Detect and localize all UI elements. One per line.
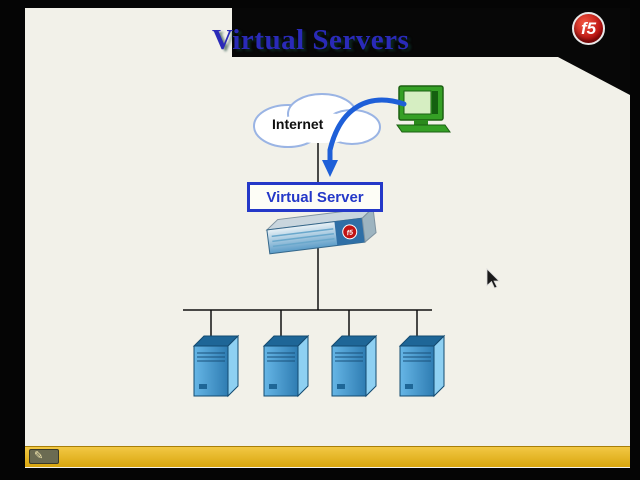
bigip-appliance-icon: f5 xyxy=(265,206,377,255)
appliance-f5-badge-text: f5 xyxy=(346,229,353,237)
bottom-toolbar: ✎ xyxy=(25,446,630,467)
mouse-cursor-icon xyxy=(486,268,500,289)
pen-tool-button[interactable]: ✎ xyxy=(29,449,59,464)
server-tower xyxy=(263,335,309,397)
f5-logo: f5 xyxy=(572,12,605,45)
pen-icon: ✎ xyxy=(34,450,44,462)
virtual-server-box: Virtual Server xyxy=(247,182,383,212)
appliance-f5-badge xyxy=(342,224,358,240)
server-tower xyxy=(193,335,239,397)
server-tower xyxy=(331,335,377,397)
workstation-icon xyxy=(396,85,451,133)
virtual-server-label: Virtual Server xyxy=(266,188,364,206)
page-title: Virtual Servers xyxy=(212,24,410,56)
traffic-arrow-icon xyxy=(322,97,407,177)
internet-label: Internet xyxy=(272,116,324,132)
server-tower xyxy=(399,335,445,397)
